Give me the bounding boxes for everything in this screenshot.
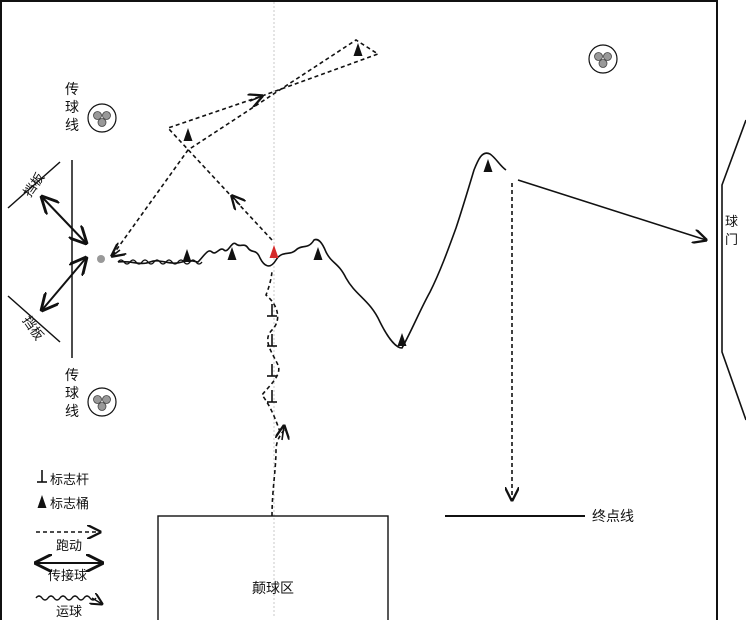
legend-pole-label: 标志杆 <box>50 473 89 488</box>
run-zigzag-arrow-2 <box>232 196 240 205</box>
juggle-zone <box>157 515 389 620</box>
field-border <box>0 0 718 620</box>
finish-line-label: 终点线 <box>592 509 634 525</box>
legend-dribble-line <box>35 595 97 601</box>
run-zigzag-arrow-3 <box>112 250 120 256</box>
dribble-wiggle <box>117 259 203 265</box>
pass-line-top-3: 线 <box>65 118 79 134</box>
pass-arrow-bottom <box>42 258 86 310</box>
start-ball <box>97 255 105 263</box>
board-top-label: 挡板 <box>21 170 48 200</box>
cone-icon-1 <box>183 128 193 141</box>
board-top <box>7 161 61 209</box>
cone-icon-6 <box>397 333 407 346</box>
pass-line-bottom-3: 线 <box>65 404 79 420</box>
legend-dribble-label: 运球 <box>56 605 82 620</box>
ball-group-top-left-icon <box>87 103 117 133</box>
goal: 球 门 <box>721 119 746 421</box>
legend-cone-label: 标志桶 <box>50 497 89 512</box>
pass-line-top-1: 传 <box>65 82 79 98</box>
cone-icon-7 <box>483 159 493 172</box>
pole-icon-3 <box>266 363 278 377</box>
cone-icon-red <box>269 245 279 258</box>
legend-cone-icon <box>37 495 47 508</box>
run-zigzag-arrow-1 <box>250 96 262 101</box>
cone-icon-3 <box>182 249 192 262</box>
legend: 标志杆 标志桶 跑动 传接球 运球 <box>35 469 102 620</box>
pass-line-bottom-1: 传 <box>65 368 79 384</box>
ball-group-top-right-icon <box>588 44 618 74</box>
goal-label-1: 球 <box>725 215 738 230</box>
cone-icon-2 <box>353 43 363 56</box>
run-arrow-up <box>282 426 284 441</box>
dribble-path <box>117 152 507 349</box>
cone-icon-5 <box>313 247 323 260</box>
pass-arrow-top <box>42 197 86 243</box>
legend-run-label: 跑动 <box>56 539 82 554</box>
board-bottom-label: 挡板 <box>19 314 46 344</box>
run-zigzag-top <box>111 39 380 257</box>
juggle-zone-label: 颠球区 <box>252 581 294 597</box>
legend-pass-label: 传接球 <box>48 568 87 584</box>
pole-icon-4 <box>266 389 278 403</box>
pass-line-bottom-2: 球 <box>65 386 79 402</box>
board-bottom <box>7 295 61 343</box>
goal-label-2: 门 <box>725 233 738 248</box>
shot-arrow <box>517 179 706 240</box>
pass-line-top-2: 球 <box>65 100 79 116</box>
legend-pole-icon <box>36 469 48 483</box>
ball-group-bottom-left-icon <box>87 387 117 417</box>
